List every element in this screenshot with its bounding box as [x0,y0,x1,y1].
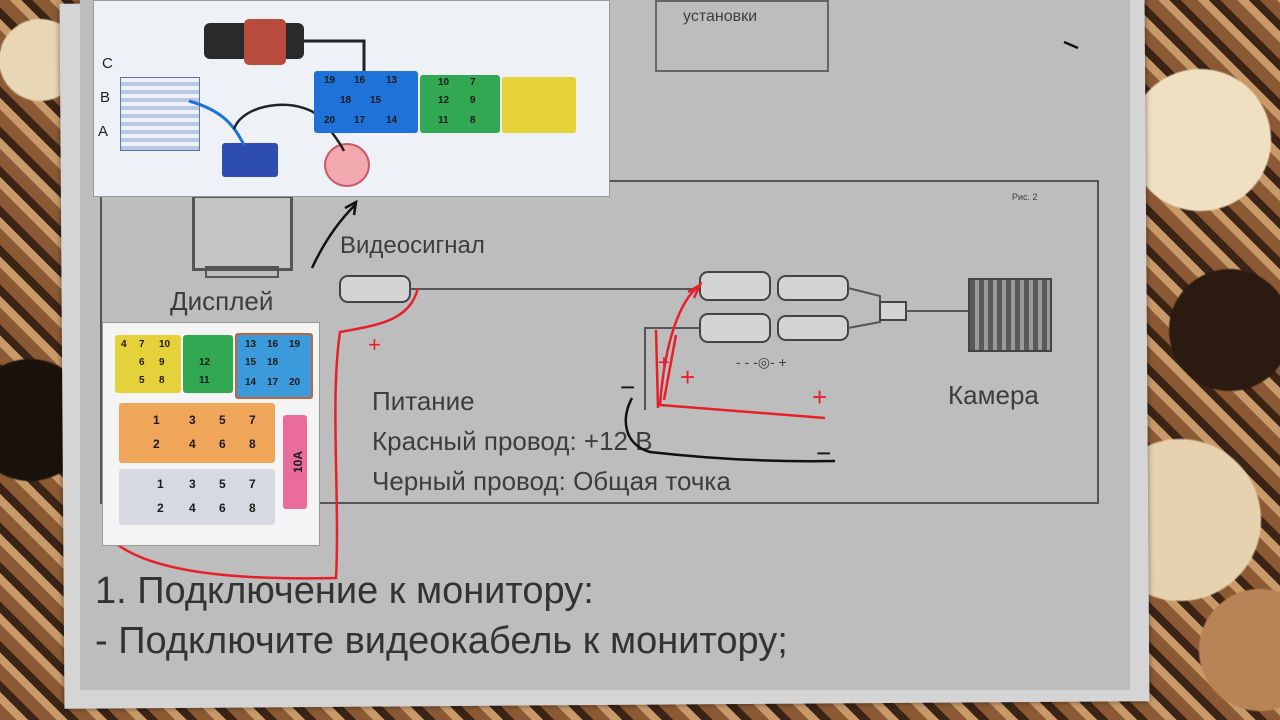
pin-label: 17 [354,115,366,126]
pin-label: 12 [199,357,211,368]
pin-label: 10 [159,339,171,350]
pin-label: 2 [153,437,160,451]
pin-label: 12 [438,95,450,106]
pin-label: 14 [245,377,257,388]
pinout-orange-block: 1 3 5 7 2 4 6 8 [119,403,275,463]
pin-label: 1 [157,477,164,491]
pin-label: 5 [139,375,145,386]
camera-icon [968,278,1052,352]
pin-label: 4 [121,339,127,350]
monitor-stand-icon [205,266,279,278]
figure-label: Рис. 2 [1012,192,1038,202]
power-label: Питание [372,386,475,416]
pin-label: 8 [249,437,256,451]
pin-label: 8 [249,501,256,515]
pin-label: 14 [386,115,398,126]
plus-mark-video: + [368,332,381,357]
pin-label: 3 [189,413,196,427]
fuse-block: 10A [283,415,307,509]
display-label: Дисплей [170,286,274,316]
pin-label: 18 [340,95,352,106]
green-connector: 10 7 12 9 11 8 [420,75,500,133]
pin-label: 5 [219,413,226,427]
top-box: установки [655,0,829,72]
plus-mark-power: + [680,362,696,392]
pin-label: 20 [289,377,301,388]
pin-label: 6 [219,437,226,451]
iso-socket-icon [120,77,200,151]
minus-mark-left: − [620,372,636,402]
minus-mark-right: − [816,438,832,468]
pin-label: 5 [219,477,226,491]
pin-label: 8 [159,375,165,386]
pinout-yellow-block: 4 7 10 6 9 5 8 [115,335,181,393]
pinout-blue-block: 13 16 19 15 18 14 17 20 [235,333,313,399]
pin-label: 4 [189,437,196,451]
pin-label: 11 [438,115,449,126]
pin-label: 6 [219,501,226,515]
blue-connector: 19 16 13 18 15 20 17 14 [314,71,418,133]
step-text: - Подключите видеокабель к монитору; [95,620,788,662]
pin-label: 20 [324,115,336,126]
yellow-connector [502,77,576,133]
pin-label: 15 [370,95,382,106]
pin-label: 7 [139,339,145,350]
top-box-label: установки [683,8,758,25]
pin-label: 19 [289,339,301,350]
pin-label: 2 [157,501,164,515]
pin-label: 8 [470,115,476,126]
black-wire-label: Черный провод: Общая точка [372,466,731,496]
camera-label: Камера [948,380,1039,410]
pin-label: 18 [267,357,279,368]
pin-label: 16 [267,339,279,350]
pin-label: 3 [189,477,196,491]
step-title: 1. Подключение к монитору: [95,570,594,612]
pinout-green-block: 12 11 [183,335,233,393]
pin-label: 9 [159,357,165,368]
mini-connector-icon [222,143,278,177]
label-c: C [102,55,113,72]
pin-label: 9 [470,95,476,106]
pin-label: 1 [153,413,160,427]
red-wire-label: Красный провод: +12 В [372,426,653,456]
pin-label: 10 [438,77,450,88]
pin-label: 15 [245,357,257,368]
ring-mark: - - -◎- + [736,354,787,370]
fuse-label: 10A [291,450,306,474]
pin-label: 13 [386,75,398,86]
plus-mark-right: + [812,382,828,412]
pin-label: 16 [354,75,366,86]
pin-label: 7 [470,77,476,88]
top-inset-connector-photo: C B A 19 16 13 18 15 20 17 14 10 7 12 9 … [93,0,610,197]
plus-mark-small: + [658,352,670,374]
label-b: B [100,89,111,106]
pinout-grey-block: 1 3 5 7 2 4 6 8 [119,469,275,525]
pin-label: 11 [199,375,210,386]
fuse-cap-icon [244,19,286,65]
pin-label: 6 [139,357,145,368]
video-label: Видеосигнал [340,232,485,259]
left-inset-pinout: 4 7 10 6 9 5 8 12 11 13 16 19 15 18 14 1… [102,322,320,546]
pin-label: 19 [324,75,336,86]
rca-plug-icon [324,143,370,187]
pin-label: 17 [267,377,279,388]
pin-label: 7 [249,477,256,491]
pin-label: 7 [249,413,256,427]
pin-label: 13 [245,339,257,350]
label-a: A [98,123,109,140]
pin-label: 4 [189,501,196,515]
